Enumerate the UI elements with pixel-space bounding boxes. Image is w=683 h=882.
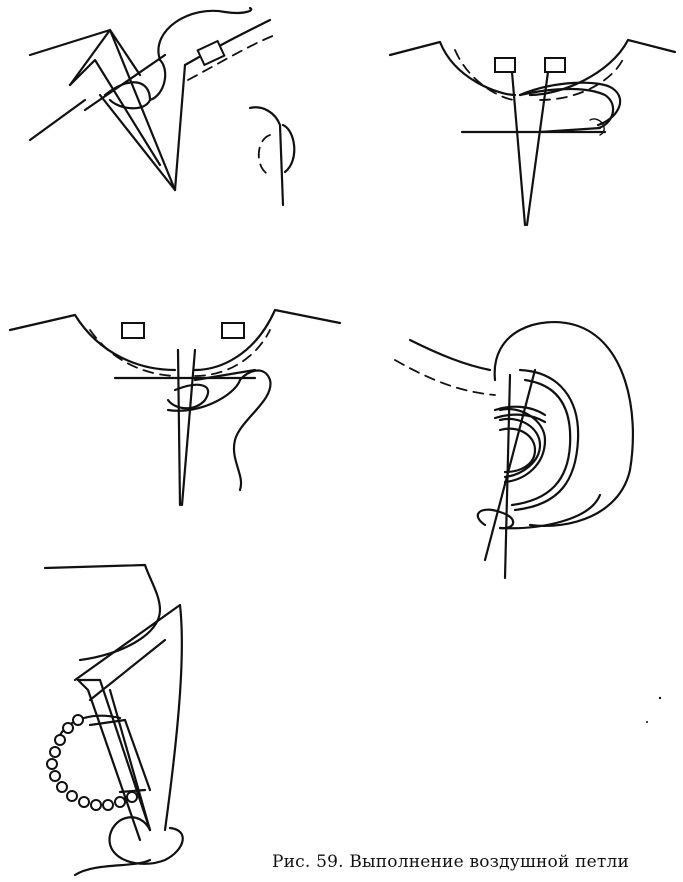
speck (646, 721, 648, 723)
figure-caption: Рис. 59. Выполнение воздушной петли (272, 852, 672, 872)
panel-step-4 (395, 322, 633, 578)
panel-step-3 (10, 310, 340, 505)
panel-step-2 (390, 40, 675, 225)
panel-step-5 (45, 565, 183, 875)
speck (659, 697, 661, 699)
panel-step-1 (30, 8, 294, 205)
